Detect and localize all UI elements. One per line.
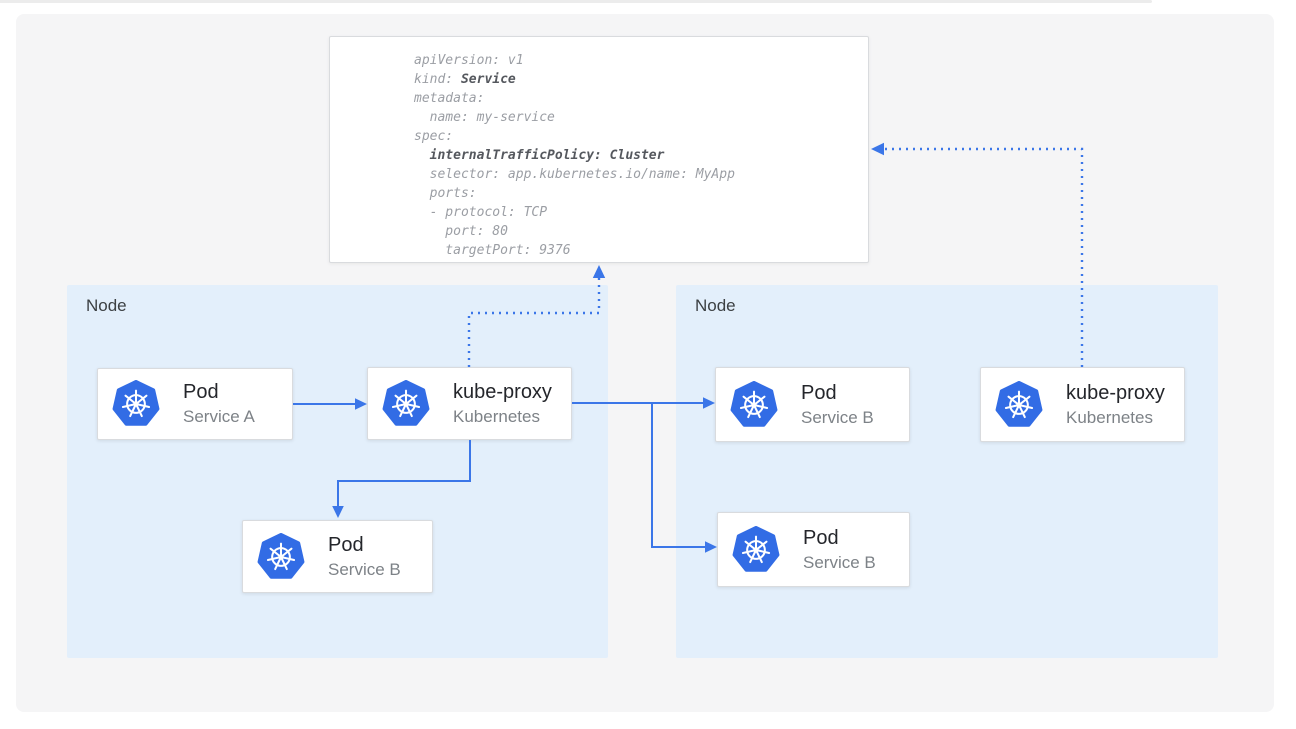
node-label: Node xyxy=(695,296,736,315)
node-box-left: Node xyxy=(67,285,608,658)
yaml-line: spec: xyxy=(414,129,454,144)
yaml-line: selector: app.kubernetes.io/name: MyApp xyxy=(414,167,735,182)
card-subtitle: Kubernetes xyxy=(453,406,540,426)
yaml-line: kind: Service xyxy=(414,72,516,87)
card-title: Pod xyxy=(801,381,837,404)
node-box-right: Node xyxy=(676,285,1218,658)
yaml-line: ports: xyxy=(414,186,477,201)
pod-service-b-card-right-node-top: Pod Service B xyxy=(715,367,910,442)
yaml-line: - protocol: TCP xyxy=(414,205,548,220)
kubernetes-logo-icon xyxy=(732,525,780,572)
card-title: kube-proxy xyxy=(453,380,552,403)
yaml-line: apiVersion: v1 xyxy=(414,53,524,68)
node-label: Node xyxy=(86,296,127,315)
pod-service-b-card-right-node-bottom: Pod Service B xyxy=(717,512,910,587)
kube-proxy-card-left: kube-proxy Kubernetes xyxy=(367,367,572,440)
kubernetes-logo-icon xyxy=(382,379,430,426)
kubernetes-logo-icon xyxy=(730,380,778,427)
card-subtitle: Service B xyxy=(803,552,876,572)
kubernetes-logo-icon xyxy=(112,380,160,426)
yaml-line: internalTrafficPolicy: Cluster xyxy=(429,148,665,163)
kube-proxy-card-right: kube-proxy Kubernetes xyxy=(980,367,1185,442)
kubernetes-logo-icon xyxy=(257,532,305,579)
card-title: kube-proxy xyxy=(1066,381,1165,404)
service-yaml-card: apiVersion: v1 kind: Service metadata: n… xyxy=(329,36,869,263)
card-subtitle: Kubernetes xyxy=(1066,407,1153,427)
card-title: Pod xyxy=(183,381,219,403)
kubernetes-logo-icon xyxy=(995,380,1043,427)
pod-service-b-card-left-node: Pod Service B xyxy=(242,520,433,593)
yaml-line: metadata: xyxy=(414,91,485,106)
card-subtitle: Service B xyxy=(801,407,874,427)
yaml-line: targetPort: 9376 xyxy=(414,243,571,258)
yaml-line: name: my-service xyxy=(414,110,555,125)
card-subtitle: Service B xyxy=(328,559,401,579)
pod-service-a-card: Pod Service A xyxy=(97,368,293,440)
card-subtitle: Service A xyxy=(183,407,255,426)
card-title: Pod xyxy=(328,533,364,556)
card-title: Pod xyxy=(803,526,839,549)
yaml-line: port: 80 xyxy=(414,224,508,239)
top-divider xyxy=(0,0,1152,3)
